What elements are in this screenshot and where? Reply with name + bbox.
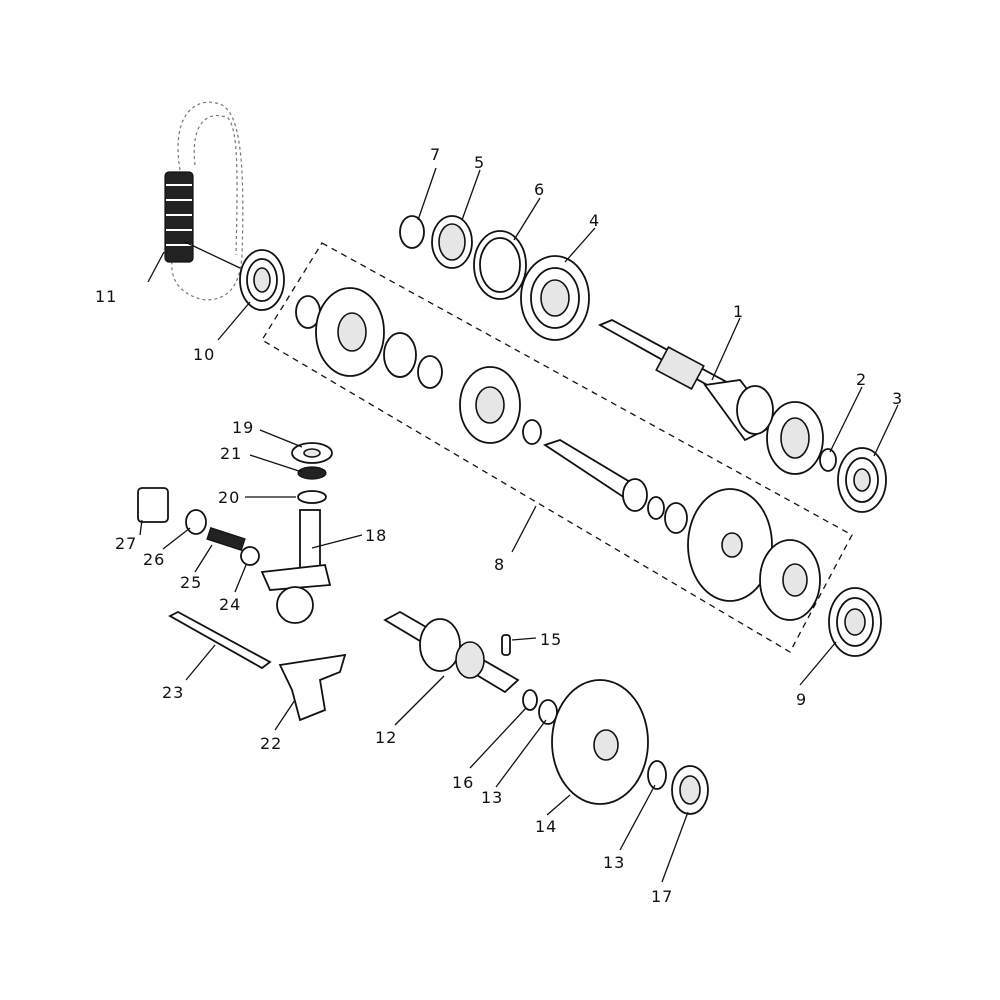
leader-lines	[139, 167, 899, 883]
callout-26: 26	[143, 550, 165, 569]
callout-23: 23	[162, 683, 184, 702]
collar-6	[473, 230, 527, 300]
bearing-10	[239, 249, 285, 311]
callout-21: 21	[220, 444, 242, 463]
bearing-3	[837, 447, 887, 513]
circlip-2	[819, 448, 837, 472]
callout-13a: 13	[481, 788, 503, 807]
counter-shaft-parts	[383, 610, 709, 815]
callout-12: 12	[375, 728, 397, 747]
callout-2: 2	[856, 370, 867, 389]
callout-14: 14	[535, 817, 557, 836]
callout-18: 18	[365, 526, 387, 545]
shift-parts	[137, 442, 347, 722]
drive-chain	[164, 101, 244, 301]
callout-3: 3	[892, 389, 903, 408]
callout-13b: 13	[603, 853, 625, 872]
callout-20: 20	[218, 488, 240, 507]
callout-11: 11	[95, 287, 117, 306]
assembly-8-parts	[295, 287, 821, 621]
bearing-4	[520, 255, 590, 341]
callout-7: 7	[430, 145, 441, 164]
callout-5: 5	[474, 153, 485, 172]
callout-6: 6	[534, 180, 545, 199]
callout-15: 15	[540, 630, 562, 649]
callout-24: 24	[219, 595, 241, 614]
callout-19: 19	[232, 418, 254, 437]
callout-1: 1	[733, 302, 744, 321]
callout-17: 17	[651, 887, 673, 906]
callout-4: 4	[589, 211, 600, 230]
bearing-9	[828, 587, 882, 657]
callout-labels: 1 2 3 4 5 6 7 8 9 10 11 12 13 13 14 15 1…	[95, 145, 903, 906]
callout-27: 27	[115, 534, 137, 553]
callout-8: 8	[494, 555, 505, 574]
main-axle-1	[597, 319, 824, 475]
o-ring-7	[399, 215, 425, 249]
assembly-8-boundary	[261, 242, 853, 653]
callout-9: 9	[796, 690, 807, 709]
callout-22: 22	[260, 734, 282, 753]
callout-16: 16	[452, 773, 474, 792]
callout-10: 10	[193, 345, 215, 364]
callout-25: 25	[180, 573, 202, 592]
oil-seal-5	[431, 215, 473, 269]
